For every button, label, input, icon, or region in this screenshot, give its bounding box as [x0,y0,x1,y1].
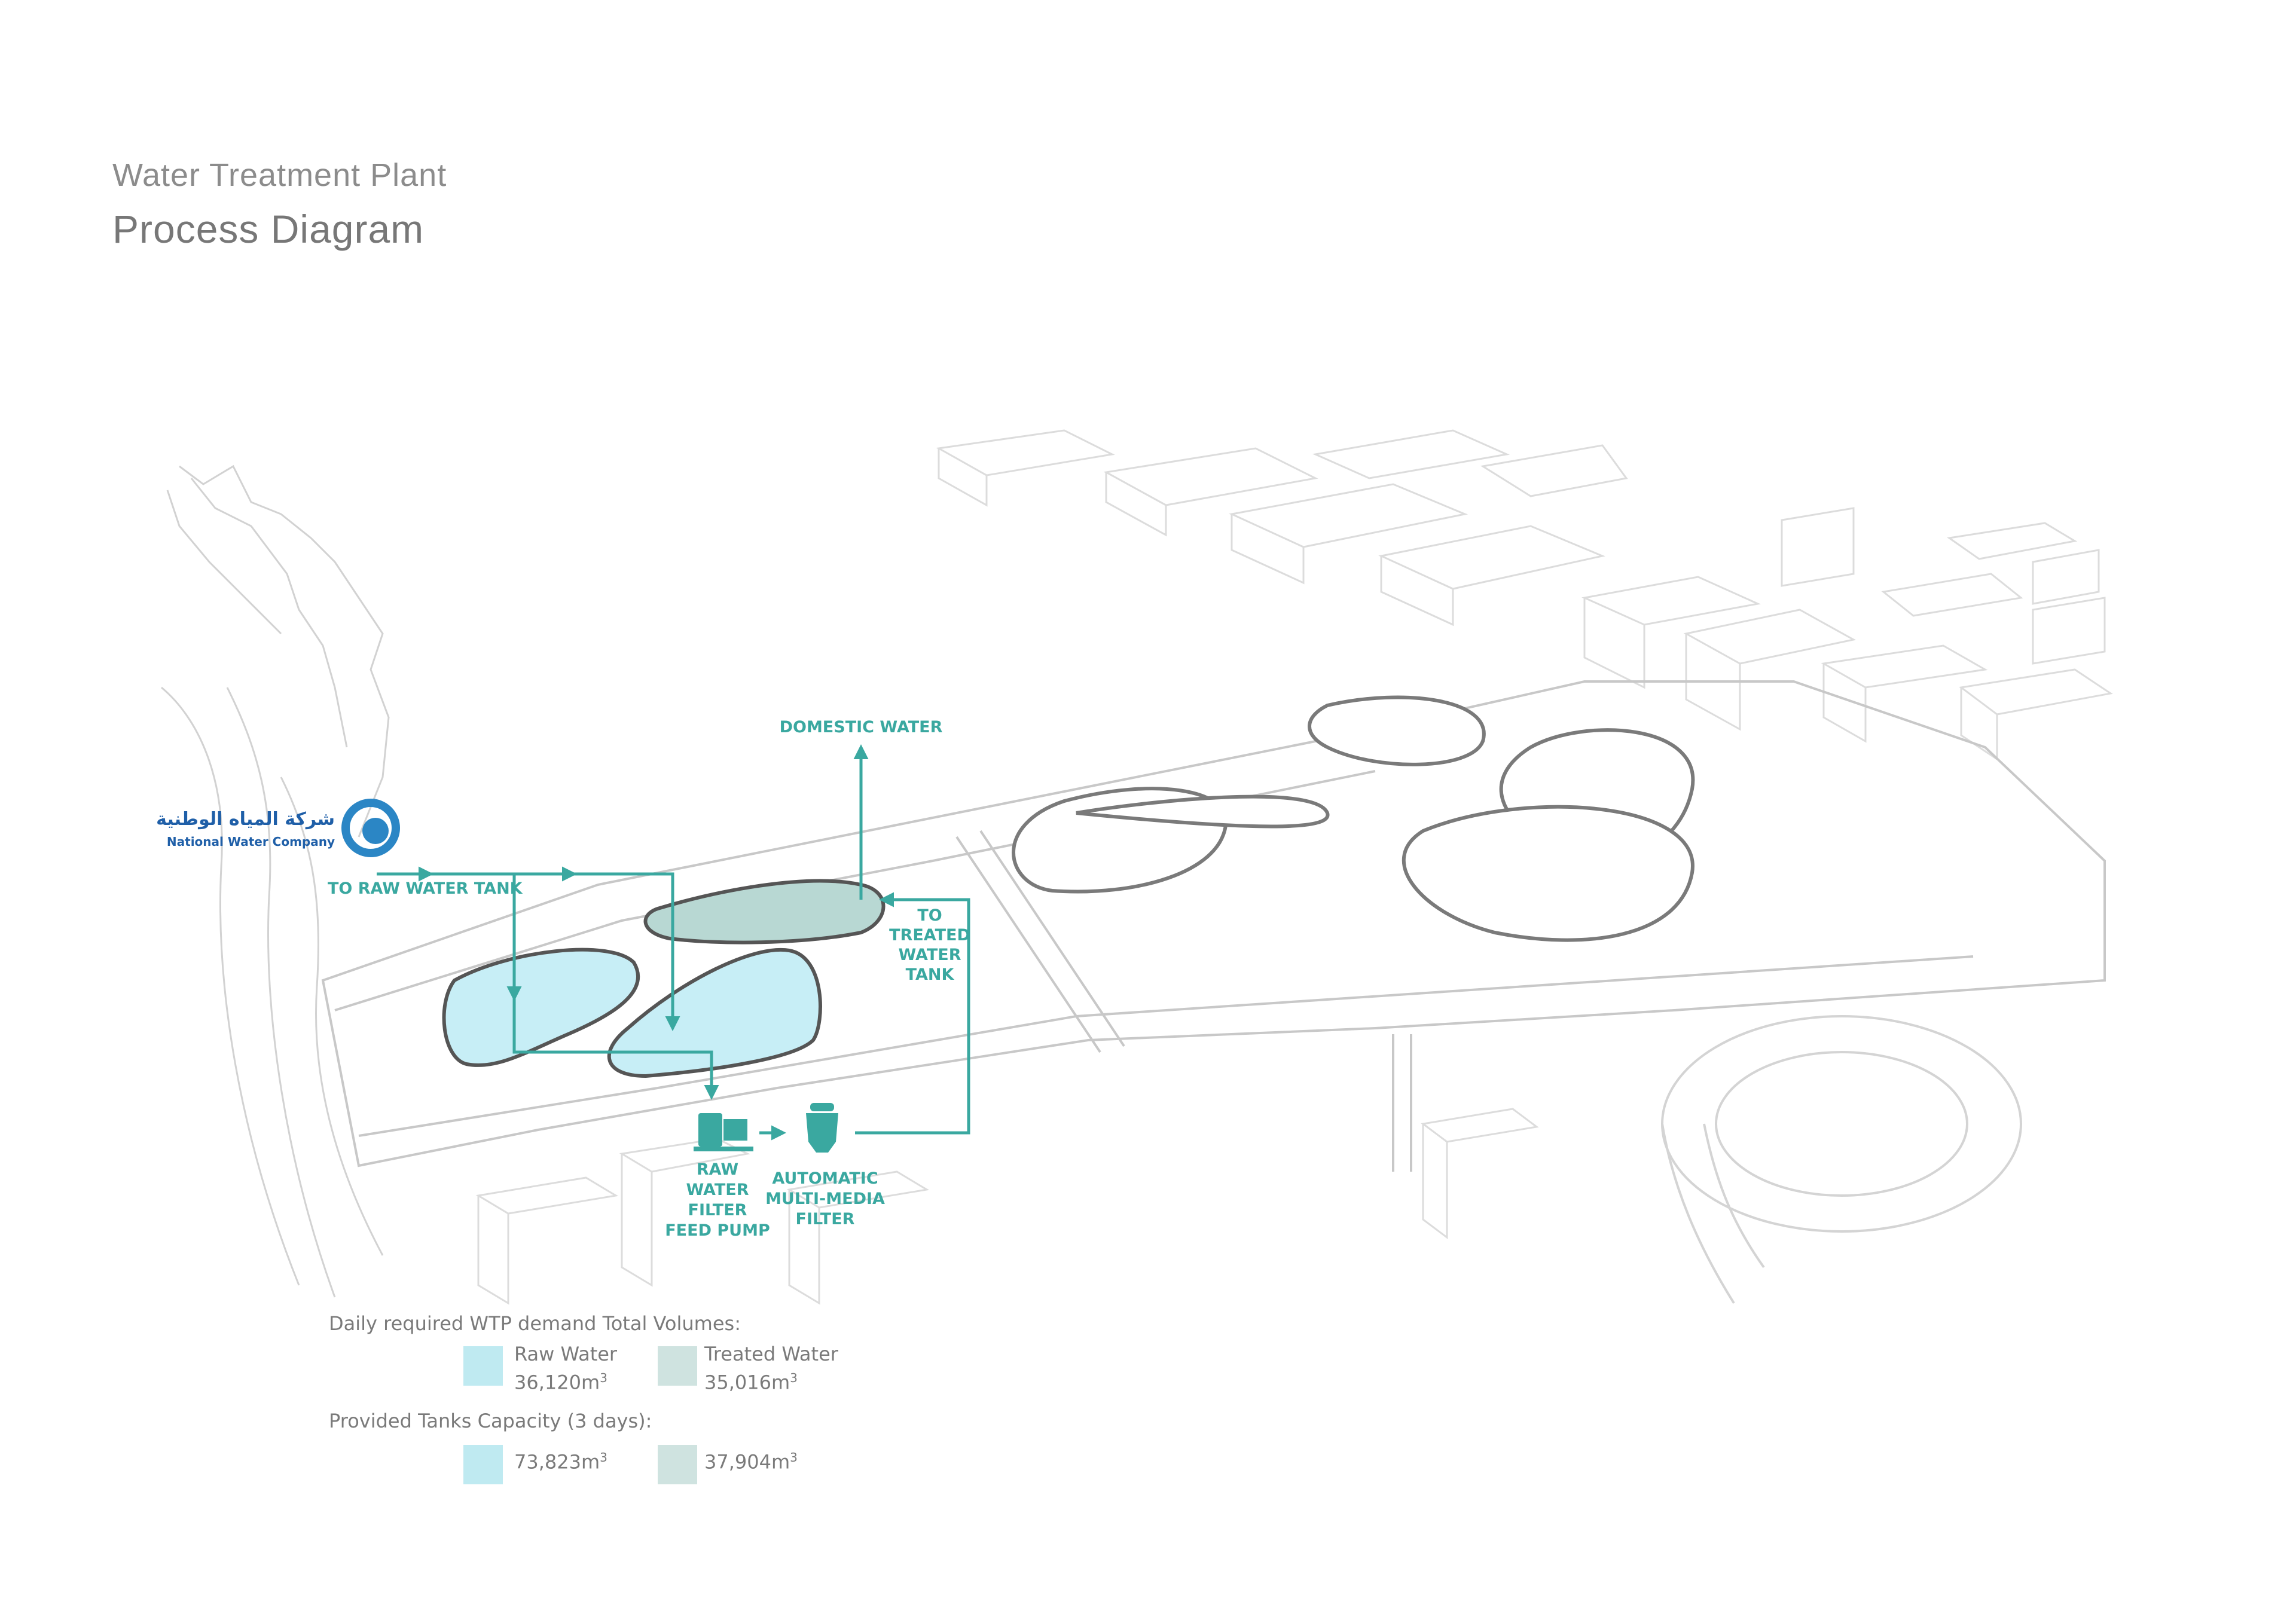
filter-icon [806,1103,838,1153]
context-buildings [936,429,2113,761]
legend-raw-label: Raw Water [514,1343,618,1365]
swatch-treated-water [658,1346,697,1386]
logo-arabic: شركة المياه الوطنية [156,809,335,830]
national-water-company-logo: شركة المياه الوطنية National Water Compa… [156,799,400,857]
label-to-treated-line-4: TANK [906,965,955,984]
label-domestic-water: DOMESTIC WATER [780,718,943,736]
page-title: Process Diagram [112,207,425,251]
legend-raw-demand: Raw Water 36,120m3 [514,1342,617,1395]
roundabout [1661,1015,2022,1304]
legend-capacity-heading: Provided Tanks Capacity (3 days): [329,1410,652,1432]
treated-water-tank [643,879,886,945]
other-tanks [1012,695,1695,942]
swatch-raw-water [463,1346,503,1386]
label-to-treated-line-2: TREATED [889,926,970,945]
label-filter-line-2: MULTI-MEDIA [765,1190,885,1208]
label-to-raw-water-tank: TO RAW WATER TANK [328,879,523,898]
label-to-treated-line-1: TO [917,906,942,925]
label-pump-line-1: RAW [697,1160,738,1179]
swatch-raw-capacity [463,1445,503,1484]
logo-english: National Water Company [167,835,335,849]
label-pump-line-2: WATER [686,1181,749,1199]
site-outline [321,680,2106,1172]
raw-water-tank-1 [442,947,640,1067]
label-filter-line-1: AUTOMATIC [772,1169,878,1188]
label-raw-water-pump: RAW WATER FILTER FEED PUMP [665,1160,770,1240]
legend-treated-label: Treated Water [704,1343,838,1365]
label-pump-line-4: FEED PUMP [665,1221,770,1240]
raw-water-tanks [442,947,822,1078]
process-lines [377,744,970,1141]
terrain-lines [161,464,390,1298]
label-to-treated-water-tank: TO TREATED WATER TANK [889,906,970,984]
label-multimedia-filter: AUTOMATIC MULTI-MEDIA FILTER [765,1169,885,1228]
swatch-treated-capacity [658,1445,697,1484]
lower-buildings [475,1108,1539,1305]
filter-outlet-line [855,892,970,1135]
pump-icon [694,1113,753,1151]
raw-inlet-line [377,872,680,1031]
raw-collector-line [512,998,719,1100]
legend-raw-capacity-value: 73,823m3 [514,1450,607,1474]
raw-water-tank-2 [607,947,822,1078]
label-to-treated-line-3: WATER [898,946,961,964]
legend-demand-heading: Daily required WTP demand Total Volumes: [329,1312,741,1335]
label-filter-line-3: FILTER [796,1210,855,1228]
page-subtitle: Water Treatment Plant [112,157,447,193]
legend-treated-demand: Treated Water 35,016m3 [704,1342,838,1395]
legend-treated-demand-value: 35,016m3 [704,1371,798,1394]
logo-emblem [341,799,400,857]
legend-treated-capacity-value: 37,904m3 [704,1450,798,1474]
label-pump-line-3: FILTER [688,1201,747,1219]
legend-raw-demand-value: 36,120m3 [514,1371,607,1394]
